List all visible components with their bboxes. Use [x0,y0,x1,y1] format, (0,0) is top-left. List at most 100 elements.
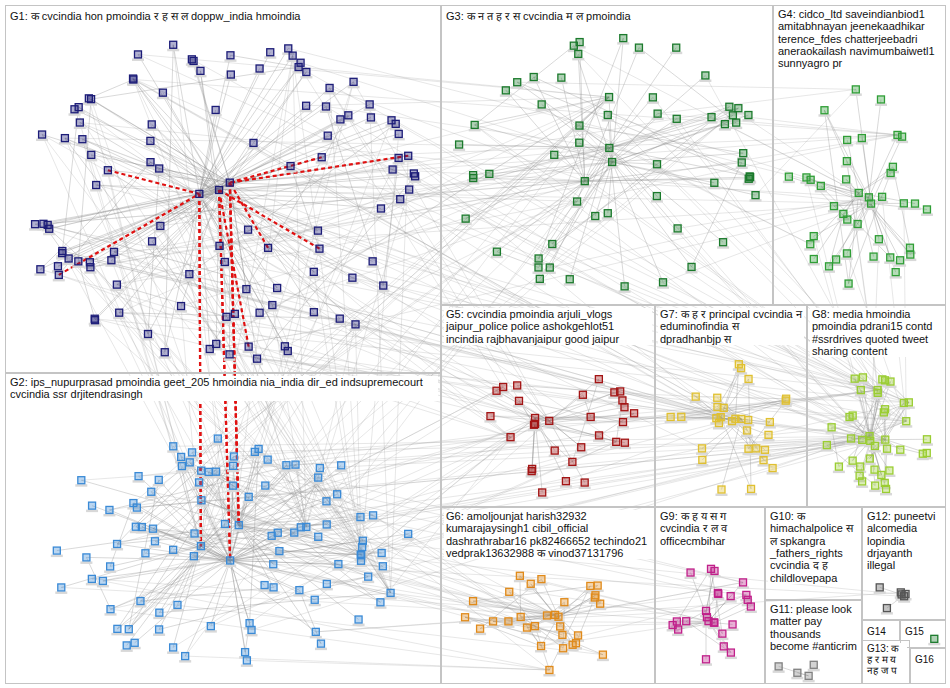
vertex-tag [167,651,179,654]
network-link [550,197,869,267]
vertex-tag [242,234,254,237]
vertex-tag [511,86,523,89]
network-vertex [406,186,413,193]
vertex-tag [86,510,98,513]
network-vertex [486,170,493,177]
vertex-tag [227,470,239,473]
network-vertex [316,245,323,252]
network-vertex [106,506,113,513]
network-vertex [350,78,357,85]
vertex-tag [80,561,92,564]
network-link [230,55,298,67]
network-vertex [243,286,250,293]
network-vertex [389,166,396,173]
network-vertex [261,582,268,589]
network-vertex [487,413,494,420]
vertex-tag [671,123,683,126]
vertex-tag [224,564,236,567]
vertex-tag [750,199,762,202]
vertex-tag [89,324,101,327]
network-link [859,173,891,193]
network-vertex [606,144,613,151]
vertex-tag [875,103,887,106]
network-link [356,204,872,325]
network-vertex [729,621,736,628]
vertex-tag [856,485,868,488]
network-vertex [871,466,878,473]
group-box: G9: क ह य स ग cvcindia र ल व officecmbih… [655,507,765,684]
group-heading: G2: ips_nupurprasad pmoindia geet_205 hm… [8,376,438,401]
network-vertex [312,628,319,635]
network-link [110,546,201,566]
network-link [681,390,877,417]
network-vertex [462,614,469,621]
vertex-tag [566,466,578,469]
vertex-tag [890,276,902,279]
network-vertex [157,222,164,229]
network-link [111,260,230,560]
network-vertex [703,614,710,621]
network-vertex [395,154,402,161]
network-link [291,166,909,402]
network-vertex [558,74,565,81]
network-vertex [715,590,722,597]
network-vertex [216,186,223,193]
network-link [209,97,609,472]
vertex-tag [633,52,645,55]
vertex-tag [585,421,597,424]
vertex-tag [194,75,206,78]
network-vertex [148,121,155,128]
network-link [473,601,706,611]
network-vertex [546,264,553,271]
vertex-tag [745,493,757,496]
vertex-tag [696,464,708,467]
network-link [110,503,133,566]
network-vertex [133,504,140,511]
network-vertex [296,587,303,594]
network-vertex [535,255,542,262]
network-vertex [880,409,887,416]
network-vertex [714,404,721,411]
vertex-tag [928,643,940,646]
network-vertex [546,417,553,424]
network-vertex [883,605,890,612]
vertex-tag [543,425,555,428]
vertex-tag [603,101,615,104]
network-vertex [61,135,68,142]
vertex-tag [146,128,158,131]
network-vertex [334,491,341,498]
network-vertex [264,456,271,463]
vertex-tag [709,575,721,578]
network-vertex [174,601,181,608]
vertex-tag [183,278,195,281]
vertex-tag [51,555,63,558]
network-vertex [581,178,588,185]
vertex-tag [453,149,465,152]
network-vertex [71,106,78,113]
vertex-tag [843,288,855,291]
vertex-tag [474,633,486,636]
group-box: G16 [910,648,946,684]
network-link [108,170,201,546]
network-link [185,560,230,656]
network-vertex [206,345,213,352]
network-link [306,324,355,527]
vertex-tag [189,538,201,541]
vertex-tag [205,630,217,633]
network-vertex [182,653,189,660]
network-link [623,401,786,422]
network-vertex [528,468,535,475]
network-vertex [303,102,310,109]
vertex-tag [841,165,853,168]
network-vertex [538,576,545,583]
network-vertex [196,190,203,197]
network-vertex [135,473,142,480]
vertex-tag [105,264,117,267]
vertex-tag [312,235,324,238]
network-link [608,115,869,197]
vertex-tag [719,128,731,131]
network-vertex [574,198,581,205]
network-vertex [859,436,866,443]
vertex-tag [696,452,708,455]
network-vertex [683,618,690,625]
